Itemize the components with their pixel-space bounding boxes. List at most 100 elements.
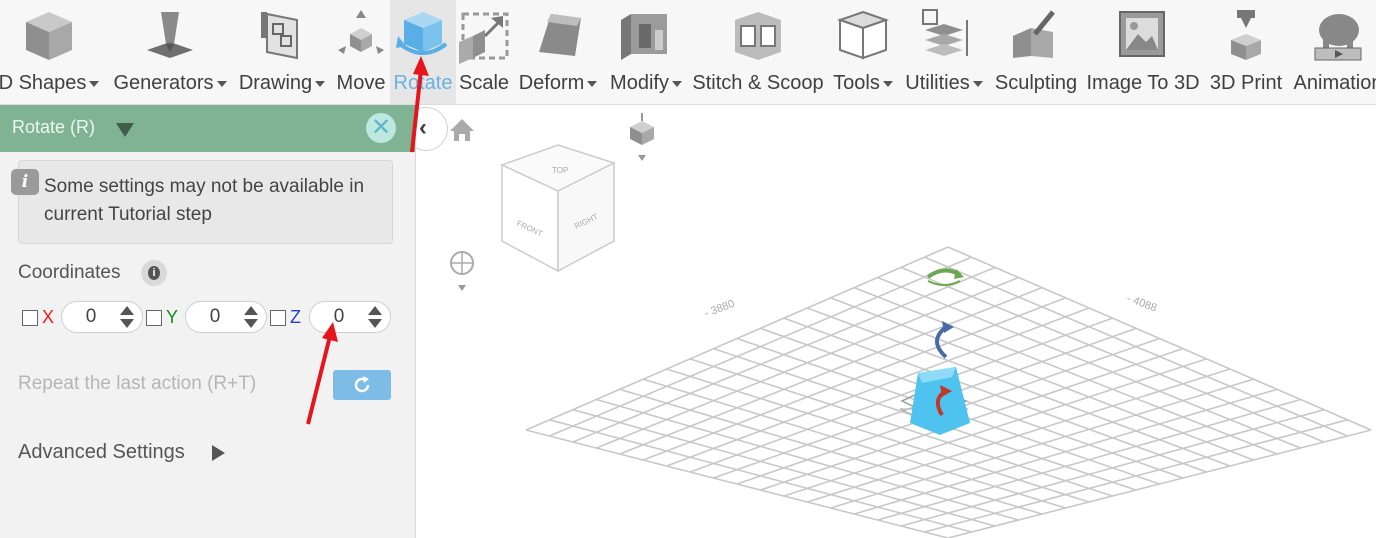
utilities-icon xyxy=(922,9,968,56)
grid-line xyxy=(830,297,1254,461)
image-to-3d-icon xyxy=(1119,11,1165,57)
axis-x-checkbox[interactable] xyxy=(22,310,38,326)
chevron-down-icon xyxy=(972,80,983,87)
perspective-cube-icon[interactable] xyxy=(630,113,654,161)
axis-y-checkbox[interactable] xyxy=(146,310,162,326)
tool-label: Move xyxy=(336,72,386,94)
chevron-down-icon xyxy=(587,80,598,87)
chevron-left-icon: ‹ xyxy=(419,114,427,141)
tool-move[interactable]: Move xyxy=(332,0,390,104)
chevron-down-icon xyxy=(89,80,100,87)
axis-x-stepper[interactable]: 0 xyxy=(61,301,143,333)
tool-label: Stitch & Scoop xyxy=(692,72,824,94)
view-cube-top-label: TOP xyxy=(552,166,568,175)
sculpting-icon xyxy=(1013,10,1055,58)
modify-icon xyxy=(621,14,667,60)
grid-line xyxy=(807,307,1231,467)
coordinates-label: Coordinates xyxy=(18,262,121,283)
grid-line xyxy=(783,317,1207,473)
grid-line xyxy=(900,408,1325,527)
axis-x-label: X xyxy=(42,307,55,327)
deform-icon xyxy=(539,14,581,56)
panel-dropdown-icon[interactable] xyxy=(116,123,134,137)
tool-deform[interactable]: Deform xyxy=(512,0,604,104)
tool-3d-shapes[interactable]: D Shapes xyxy=(0,0,108,104)
rotate-icon xyxy=(396,12,448,55)
home-icon[interactable] xyxy=(450,119,474,141)
grid-line xyxy=(853,286,1278,455)
chevron-down-icon xyxy=(882,80,893,87)
tool-label: Image To 3D xyxy=(1086,72,1200,94)
axis-z-stepper[interactable]: 0 xyxy=(309,301,391,333)
tool-label: Scale xyxy=(458,72,510,94)
axis-x-value[interactable]: 0 xyxy=(85,306,97,327)
tool-animation[interactable]: Animation xyxy=(1288,0,1376,104)
tool-label: Animation xyxy=(1293,72,1376,94)
increment-icon[interactable] xyxy=(368,306,382,315)
3d-viewport[interactable]: ‹ TOP FRONT RIGHT xyxy=(416,105,1376,538)
cube-icon xyxy=(26,12,72,60)
tool-label: Rotate xyxy=(393,72,453,94)
tool-modify[interactable]: Modify xyxy=(604,0,688,104)
tool-stitch-scoop[interactable]: Stitch & Scoop xyxy=(688,0,828,104)
increment-icon[interactable] xyxy=(120,306,134,315)
grid-line xyxy=(783,358,1207,497)
view-cube[interactable]: TOP FRONT RIGHT xyxy=(500,144,616,273)
info-text: Some settings may not be available in cu… xyxy=(44,176,365,225)
increment-icon[interactable] xyxy=(244,306,258,315)
tool-sculpting[interactable]: Sculpting xyxy=(990,0,1082,104)
animation-icon xyxy=(1314,14,1362,61)
tool-rotate[interactable]: Rotate xyxy=(390,0,456,104)
grid-label-right: - 4088 xyxy=(1125,293,1158,315)
grid-line xyxy=(924,419,1348,533)
grid-line xyxy=(947,429,1372,538)
close-button[interactable]: ✕ xyxy=(366,113,396,143)
coordinates-info-icon[interactable]: i xyxy=(141,260,167,286)
advanced-settings-toggle[interactable]: Advanced Settings xyxy=(18,441,185,463)
tool-label: Tools xyxy=(833,72,880,94)
rotate-panel: Rotate (R) ✕ i Some settings may not be … xyxy=(0,105,416,538)
tutorial-info-box: i Some settings may not be available in … xyxy=(11,160,393,244)
grid-label-left: - 3880 xyxy=(703,298,736,320)
grid-line xyxy=(900,266,1325,443)
tool-label: Sculpting xyxy=(994,72,1078,94)
close-icon: ✕ xyxy=(370,114,392,141)
repeat-last-action-label: Repeat the last action (R+T) xyxy=(18,373,257,394)
scale-icon xyxy=(459,12,509,64)
tool-label: D Shapes xyxy=(0,72,87,94)
selected-3d-object[interactable] xyxy=(899,367,970,435)
tool-label: Drawing xyxy=(238,72,313,94)
axis-y-label: Y xyxy=(166,307,179,327)
tool-image-to-3d[interactable]: Image To 3D xyxy=(1082,0,1204,104)
refresh-icon xyxy=(354,376,370,393)
axis-y-stepper[interactable]: 0 xyxy=(185,301,267,333)
tool-tools[interactable]: Tools xyxy=(828,0,898,104)
tool-generators[interactable]: Generators xyxy=(108,0,232,104)
tool-label: Modify xyxy=(610,72,669,94)
axis-z-value[interactable]: 0 xyxy=(333,306,345,327)
tool-3d-print[interactable]: 3D Print xyxy=(1204,0,1288,104)
rotate-y-handle[interactable] xyxy=(935,321,954,359)
generator-icon xyxy=(147,12,193,58)
tool-utilities[interactable]: Utilities xyxy=(898,0,990,104)
repeat-last-action-button[interactable] xyxy=(333,370,391,400)
stitch-scoop-icon xyxy=(735,12,781,60)
expand-arrow-icon[interactable] xyxy=(212,445,225,461)
tool-label: 3D Print xyxy=(1209,72,1283,94)
axis-z-label: Z xyxy=(290,307,301,327)
decrement-icon[interactable] xyxy=(120,319,134,328)
grid-line xyxy=(947,246,1372,431)
axis-y-value[interactable]: 0 xyxy=(209,306,221,327)
tool-label: Utilities xyxy=(905,72,970,94)
tool-drawing[interactable]: Drawing xyxy=(232,0,332,104)
tool-label: Deform xyxy=(518,72,585,94)
zoom-globe-icon[interactable] xyxy=(450,251,474,291)
info-icon: i xyxy=(11,169,39,195)
panel-title: Rotate (R) xyxy=(12,117,96,137)
tool-scale[interactable]: Scale xyxy=(456,0,512,104)
rotate-z-handle[interactable] xyxy=(926,268,964,286)
chevron-down-icon xyxy=(216,80,227,87)
decrement-icon[interactable] xyxy=(368,319,382,328)
axis-z-checkbox[interactable] xyxy=(270,310,286,326)
decrement-icon[interactable] xyxy=(244,319,258,328)
